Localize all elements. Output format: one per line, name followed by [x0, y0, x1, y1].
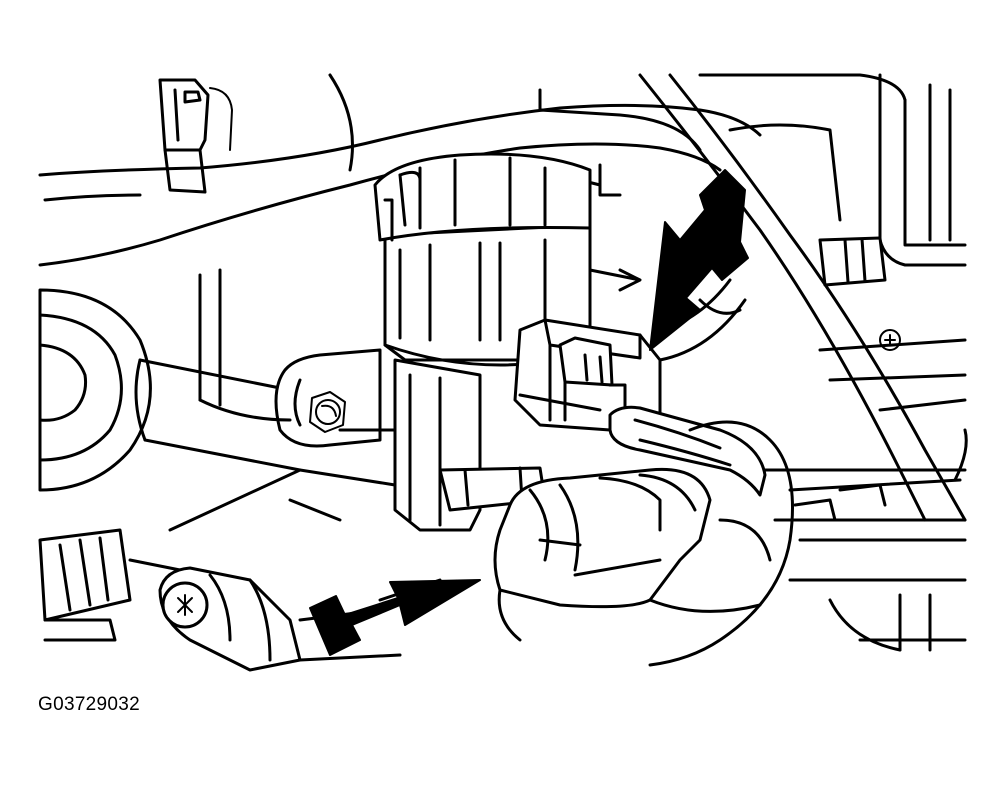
electrical-connector	[513, 318, 662, 432]
lower-left-arrow	[309, 579, 481, 656]
diagonal-cable	[638, 73, 967, 522]
hose-elbow	[493, 467, 762, 642]
upper-left-bracket	[158, 78, 233, 194]
lower-left-assembly	[38, 468, 302, 642]
upper-right-arrow	[649, 169, 749, 351]
lower-right-assembly	[788, 428, 968, 652]
large-hose	[648, 420, 967, 667]
left-rail	[134, 268, 302, 472]
mounting-tab	[274, 348, 382, 448]
lower-bolt-fitting	[158, 566, 442, 672]
left-round-housing	[38, 288, 152, 492]
figure-id-label: G03729032	[38, 694, 141, 715]
center-linework	[198, 268, 967, 522]
